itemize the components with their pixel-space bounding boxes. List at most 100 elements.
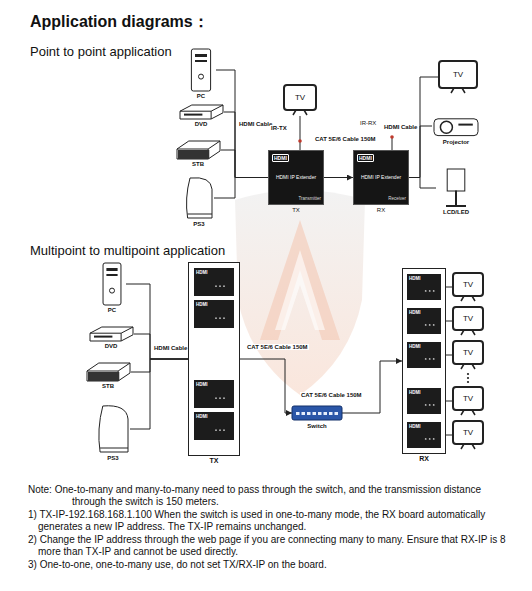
unit-node: HDMI <box>194 412 234 440</box>
rack-node: TXHDMIHDMIHDMIHDMI <box>188 262 240 468</box>
unit-node: HDMI <box>194 268 234 296</box>
cable-line <box>134 334 188 359</box>
device-label: STB <box>75 383 141 389</box>
pc-node: PC <box>186 48 216 102</box>
cable-label: CAT 5E/6 Cable 150M <box>300 392 363 398</box>
logo-text: HDMI <box>196 302 208 307</box>
cable-line <box>342 361 402 413</box>
device-label: Switch <box>282 423 352 429</box>
cable-label: HDMI Cable <box>383 124 418 130</box>
unit-node: HDMI <box>407 342 441 368</box>
pc-icon <box>186 48 216 92</box>
cable-line <box>221 150 268 178</box>
switch-icon <box>292 404 342 422</box>
device-label: STB <box>165 161 231 167</box>
ps3-icon <box>96 404 130 454</box>
cable-label: HDMI Cable <box>238 121 273 127</box>
logo-text: HDMI <box>409 276 421 281</box>
proj-node: Projector <box>432 114 480 148</box>
cable-line <box>300 116 301 150</box>
cable-line <box>214 178 268 199</box>
stb-icon <box>175 140 221 160</box>
cable-label: CAT 5E/6 Cable 150M <box>314 136 377 142</box>
device-label: DVD <box>78 343 144 349</box>
cable-label: HDMI Cable <box>153 345 188 351</box>
dvd-icon <box>178 104 224 120</box>
device-label: RX <box>392 455 456 462</box>
logo-text: HDMI <box>409 310 421 315</box>
device-label: TX <box>268 207 324 213</box>
device-label: LCD/LED <box>426 209 486 215</box>
tv-node: TV <box>452 340 484 370</box>
ps3-node: PS3 <box>184 176 214 232</box>
cable-line <box>324 177 353 178</box>
ext-node: HDMI HDMI IP ExtenderTransmitterTX <box>268 150 324 216</box>
device-label: PC <box>176 93 226 99</box>
tv-node: TV <box>452 420 484 450</box>
screen-label: TV <box>452 421 484 444</box>
signal-label: IR-RX <box>360 120 376 126</box>
switch-node: Switch <box>292 404 342 434</box>
dvd-icon <box>88 326 134 342</box>
note-text: 3) One-to-one, one-to-many use, do not s… <box>28 559 506 571</box>
dvd-node: DVD <box>88 326 134 352</box>
device-label: RX <box>353 207 409 213</box>
logo-text: HDMI <box>196 414 208 419</box>
device-label: PS3 <box>86 455 140 461</box>
note-text: Note: One-to-many and many-to-many need … <box>28 484 506 508</box>
note-text: 2) Change the IP address through the web… <box>28 534 506 558</box>
tv-node: TV <box>452 272 484 302</box>
logo-text: HDMI <box>357 154 374 162</box>
pc-icon <box>98 262 126 306</box>
title: Application diagrams： <box>30 12 209 33</box>
device-label: DVD <box>168 121 234 127</box>
tv-node: TV <box>452 386 484 416</box>
section-heading: Point to point application <box>30 44 172 59</box>
stb-node: STB <box>175 140 221 170</box>
logo-text: HDMI <box>409 344 421 349</box>
screen-label: TV <box>452 273 484 296</box>
logo-text: HDMI <box>272 154 289 162</box>
unit-node: HDMI <box>194 380 234 408</box>
rack-node: RXHDMIHDMIHDMIHDMIHDMI <box>402 268 446 466</box>
screen-label: TV <box>283 85 317 110</box>
logo-text: HDMI <box>409 424 421 429</box>
unit-node: HDMI <box>407 274 441 300</box>
device-role: Receiver <box>388 196 406 201</box>
device-name: HDMI IP Extender <box>353 174 409 180</box>
logo-text: HDMI <box>196 382 208 387</box>
cable-line <box>131 359 188 372</box>
kiosk-node: LCD/LED <box>436 168 476 220</box>
unit-node: HDMI <box>194 300 234 328</box>
ext-node: HDMI HDMI IP ExtenderReceiverRX <box>353 150 409 216</box>
section-heading: Multipoint to multipoint application <box>30 243 225 258</box>
cable-label: CAT 5E/6 Cable 150M <box>246 344 309 350</box>
cable-label: IR-TX <box>270 125 288 131</box>
stb-node: STB <box>85 362 131 392</box>
cable-line <box>240 359 292 413</box>
proj-icon <box>432 114 480 138</box>
cable-line <box>409 126 432 178</box>
stb-icon <box>85 362 131 382</box>
kiosk-icon <box>436 168 476 208</box>
logo-text: HDMI <box>196 270 208 275</box>
device-label: PC <box>88 307 136 313</box>
pc-node: PC <box>98 262 126 316</box>
logo-text: HDMI <box>409 390 421 395</box>
cable-line <box>409 178 436 189</box>
tv-node: TV <box>283 84 317 116</box>
screen-label: TV <box>452 341 484 364</box>
screen-label: TV <box>438 61 478 88</box>
device-name: HDMI IP Extender <box>268 174 324 180</box>
device-label: PS3 <box>174 221 224 227</box>
ps3-node: PS3 <box>96 404 130 464</box>
device-role: Transmitter <box>298 196 321 201</box>
screen-label: TV <box>452 387 484 410</box>
unit-node: HDMI <box>407 308 441 334</box>
note-text: 1) TX-IP-192.168.168.1.100 When the swit… <box>28 509 506 533</box>
tv-node: TV <box>452 306 484 336</box>
cable-line <box>130 359 188 429</box>
screen-label: TV <box>452 307 484 330</box>
device-label: Projector <box>422 139 490 145</box>
tv-node: TV <box>438 60 478 94</box>
